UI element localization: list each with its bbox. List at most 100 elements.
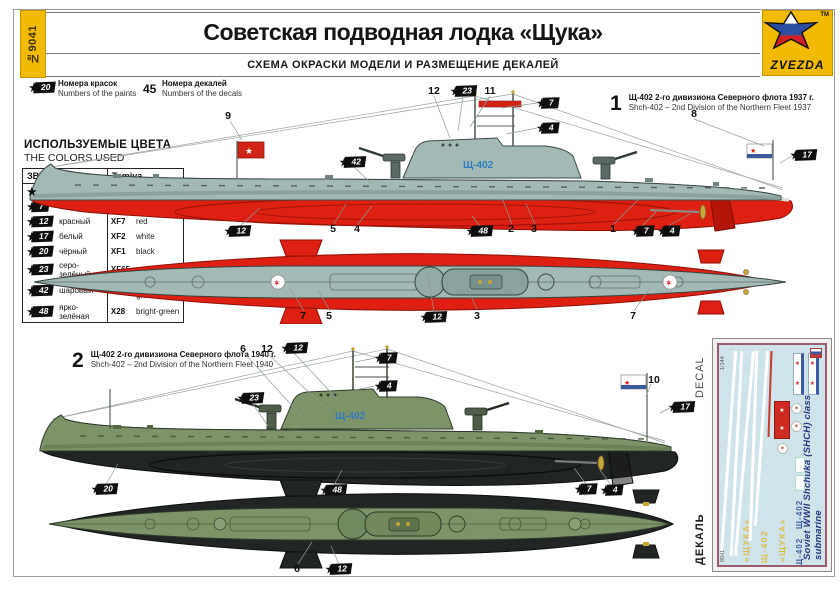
decal-name-text: «ЩУКА»: [741, 518, 751, 562]
paint-number-badge: ★23: [236, 392, 265, 405]
colors-used-title-en: THE COLORS USED: [24, 152, 125, 164]
paint-number-badge: ★20: [90, 483, 119, 496]
colors-used-title-ru: ИСПОЛЬЗУЕМЫЕ ЦВЕТА: [24, 139, 172, 151]
deck-hatches: [144, 516, 591, 532]
decal-roundel: ✶: [791, 403, 802, 414]
deck-fittings: [113, 174, 719, 186]
legend-paints: Номера красок Numbers of the paints: [58, 79, 137, 98]
decal-number: 12: [261, 343, 273, 355]
hull-shade-band: [32, 190, 780, 200]
submarine-1-side-view: Щ-402 ★ ★: [29, 90, 794, 232]
decal-number: 7: [300, 310, 306, 322]
star-icon: ★: [28, 80, 40, 95]
paint-number-badge: ★4: [536, 122, 560, 135]
decal-red-stripe: [767, 350, 773, 438]
rigging-lines: [44, 93, 784, 191]
decal-number: 7: [630, 310, 636, 322]
decal-brand-mark: [810, 348, 822, 358]
paint-number-badge: ★23: [449, 85, 478, 98]
stern-flag: ★: [746, 143, 773, 159]
paint-number-badge: ★12: [223, 225, 252, 238]
decal-label-ru: ДЕКАЛЬ: [694, 513, 706, 565]
aft-gun: [464, 401, 510, 431]
bow-flag: [237, 141, 265, 159]
decal-number: 3: [474, 310, 480, 322]
paint-number-badge: ★12: [419, 311, 448, 324]
decal-number: 8: [691, 108, 697, 120]
decal-number: 11: [484, 85, 496, 97]
decal-number: 9: [225, 110, 231, 122]
page-subtitle: СХЕМА ОКРАСКИ МОДЕЛИ И РАЗМЕЩЕНИЕ ДЕКАЛЕ…: [247, 59, 559, 71]
decal-flag-strip: ★★: [793, 353, 804, 395]
propeller-shaft: [554, 459, 598, 465]
decal-sheet-title: Soviet WWII Shchuka (SHCH) class submari…: [802, 394, 824, 560]
paint-number-badge: ★48: [465, 225, 494, 238]
limber-holes: [79, 435, 651, 440]
header-rule-top: [46, 12, 760, 13]
submarine-1-plan-view: ✶ ✶: [33, 239, 787, 324]
forward-gun: [358, 146, 406, 179]
paint-number-badge: ★4: [657, 225, 681, 238]
decal-pill: [795, 475, 805, 491]
zvezda-star-icon: [763, 10, 819, 50]
page-border: [13, 9, 835, 577]
decal-number: 10: [648, 374, 660, 386]
brand-name: ZVEZDA: [770, 58, 825, 72]
deck-roundels: ✶ ✶: [270, 274, 678, 290]
decal-scale: 1/144: [720, 356, 726, 370]
variant-2-label: 2 Щ-402 2-го дивизиона Северного флота 1…: [72, 349, 276, 372]
decal-number-sample: 45: [143, 82, 157, 96]
decal-number: 4: [354, 223, 360, 235]
paint-number-badge: ★4: [600, 484, 624, 497]
stern-flag: ★: [620, 374, 647, 390]
decal-label-en: DECAL: [694, 356, 706, 398]
limber-holes: [74, 184, 766, 189]
paint-number-badge: ★17: [789, 149, 818, 162]
svg-text:★: ★: [624, 379, 630, 387]
decal-number: 12: [428, 85, 440, 97]
paint-number-badge: ★7: [374, 352, 398, 365]
conning-tower: [402, 137, 582, 179]
decal-sheet: ★★ ✶ ✶ ✶ ★★ ★★ «ЩУКА» Щ-402 «ЩУКА» Щ-402…: [717, 343, 827, 567]
decal-number: 1: [610, 223, 616, 235]
paint-number-badge: ★48: [319, 484, 348, 497]
decal-naval-jack: ★★: [774, 401, 790, 439]
paint-number-badge: ★7: [631, 225, 655, 238]
paint-number-badge: ★4: [374, 380, 398, 393]
submarine-2-plan-view: [48, 479, 675, 569]
propeller: [597, 455, 605, 471]
page-title: Советская подводная лодка «Щука»: [203, 19, 603, 45]
kit-number-strip: №9041: [20, 10, 46, 78]
paint-number-badge: ★42: [338, 156, 367, 169]
signal-pennant: [478, 100, 522, 108]
decal-pill: [795, 457, 805, 473]
conning-tower: [280, 388, 454, 430]
decal-sku: 9041: [720, 549, 726, 562]
svg-text:✶: ✶: [273, 278, 281, 288]
decal-name-text: «ЩУКА»: [777, 518, 787, 562]
decal-name-text: Щ-402: [759, 529, 769, 563]
decal-number: 6: [294, 563, 300, 575]
hull-shade-band: [42, 441, 670, 451]
legend-decals: Номера декалей Numbers of the decals: [162, 79, 243, 98]
svg-text:★: ★: [750, 147, 756, 155]
paint-badge-sample: ★ 20: [28, 80, 56, 95]
submarine-2-side-view: Щ-402 ★: [39, 345, 679, 487]
tower-hull-number: Щ-402: [335, 411, 366, 422]
decal-roundel: ✶: [791, 421, 802, 432]
paint-number-badge: ★17: [667, 401, 696, 414]
deck-roundels: [213, 517, 582, 531]
decal-sheet-box: ★★ ✶ ✶ ✶ ★★ ★★ «ЩУКА» Щ-402 «ЩУКА» Щ-402…: [712, 338, 832, 572]
decal-number: 2: [508, 223, 514, 235]
propeller-shaft: [649, 208, 700, 214]
propeller: [699, 204, 707, 220]
paint-number-badge: ★12: [280, 342, 309, 355]
svg-text:★: ★: [245, 146, 253, 156]
paint-number-badge: ★7: [574, 483, 598, 496]
kit-number: №9041: [27, 24, 39, 64]
trademark-symbol: TM: [820, 12, 829, 18]
